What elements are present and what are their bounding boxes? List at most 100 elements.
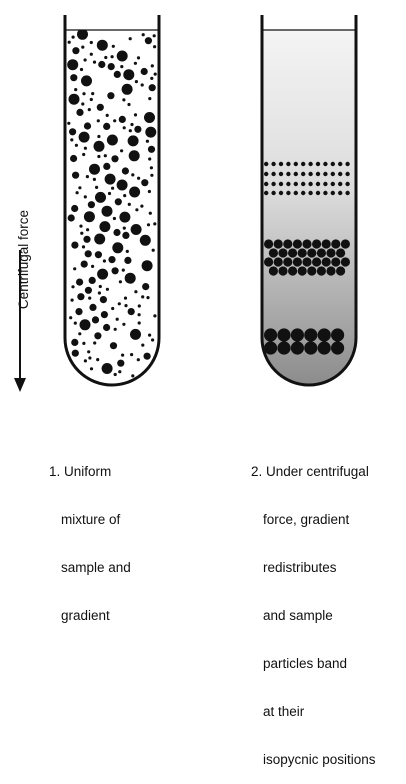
mixture-particle [75,308,82,315]
small-particle-band-particle [286,172,290,176]
mixture-particle [117,180,128,191]
mixture-particle [130,123,133,126]
large-particle-band-particle [264,341,277,354]
mixture-particle [90,53,93,56]
mixture-particle [150,77,153,80]
mixture-particle [71,205,78,212]
small-particle-band-particle [323,172,327,176]
mixture-particle [97,119,100,122]
mixture-particle [93,178,96,181]
large-particle-band-particle [291,341,304,354]
mixture-particle [129,150,140,161]
mixture-particle [146,296,149,299]
mixture-particle [113,217,116,220]
mixture-particle [81,75,92,86]
small-particle-band-particle [331,162,335,166]
mixture-particle [67,122,70,125]
small-particle-band-particle [345,182,349,186]
medium-particle-band-particle [317,266,326,275]
mixture-particle [141,68,148,75]
mixture-particle [107,92,114,99]
mixture-particle [70,138,73,141]
medium-particle-band-particle [312,239,321,248]
mixture-particle [74,322,77,325]
mixture-particle [142,33,145,36]
small-particle-band-particle [323,182,327,186]
mixture-particle [129,37,132,40]
mixture-particle [111,187,114,190]
small-particle-band-particle [308,172,312,176]
mixture-particle [69,128,76,135]
mixture-particle [110,342,117,349]
large-particle-band-particle [291,328,304,341]
mixture-particle [145,127,156,138]
small-particle-band-particle [271,172,275,176]
mixture-particle [94,141,105,152]
small-particle-band-particle [271,182,275,186]
tube2-caption-line: and sample [251,608,376,624]
mixture-particle [103,123,110,130]
mixture-particle [75,144,78,147]
medium-particle-band-particle [307,266,316,275]
medium-particle-band-particle [278,248,287,257]
mixture-particle [122,323,125,326]
mixture-particle [96,358,99,361]
mixture-particle [130,329,141,340]
small-particle-band-particle [294,191,298,195]
mixture-particle [131,374,134,377]
tube1-fill [65,30,159,385]
mixture-particle [90,98,93,101]
small-particle-band-particle [338,162,342,166]
mixture-particle [89,304,96,311]
mixture-particle [148,334,151,337]
small-particle-band-particle [279,182,283,186]
mixture-particle [127,103,130,106]
mixture-particle [135,80,138,83]
mixture-particle [141,295,144,298]
mixture-particle [128,135,139,146]
mixture-particle [135,208,138,211]
large-particle-band-particle [277,328,290,341]
mixture-particle [94,332,101,339]
small-particle-band-particle [316,191,320,195]
small-particle-band-particle [323,191,327,195]
small-particle-band-particle [323,162,327,166]
mixture-particle [112,242,123,253]
mixture-particle [122,232,129,239]
small-particle-band-particle [338,172,342,176]
mixture-particle [116,318,119,321]
mixture-particle [113,229,120,236]
mixture-particle [154,73,157,76]
tube1-caption-line: mixture of [49,512,131,528]
mixture-particle [103,259,106,262]
mixture-particle [118,370,121,373]
medium-particle-band-particle [283,257,292,266]
mixture-particle [108,256,115,263]
mixture-particle [120,65,123,68]
medium-particle-band-particle [341,257,350,266]
mixture-particle [115,198,122,205]
medium-particle-band-particle [317,248,326,257]
mixture-particle [99,285,102,288]
medium-particle-band-particle [341,239,350,248]
mixture-particle [81,102,84,105]
mixture-particle [140,235,151,246]
mixture-particle [144,353,151,360]
mixture-particle [91,265,94,268]
mixture-particle [144,112,155,123]
mixture-particle [123,69,134,80]
mixture-particle [111,55,114,58]
mixture-particle [130,353,133,356]
mixture-particle [138,321,141,324]
mixture-particle [120,149,123,152]
mixture-particle [71,339,78,346]
mixture-particle [97,269,108,280]
large-particle-band-particle [277,341,290,354]
mixture-particle [100,296,107,303]
mixture-particle [74,88,77,91]
mixture-particle [82,245,85,248]
mixture-particle [93,61,96,64]
mixture-particle [119,280,122,283]
small-particle-band-particle [331,172,335,176]
mixture-particle [151,338,154,341]
